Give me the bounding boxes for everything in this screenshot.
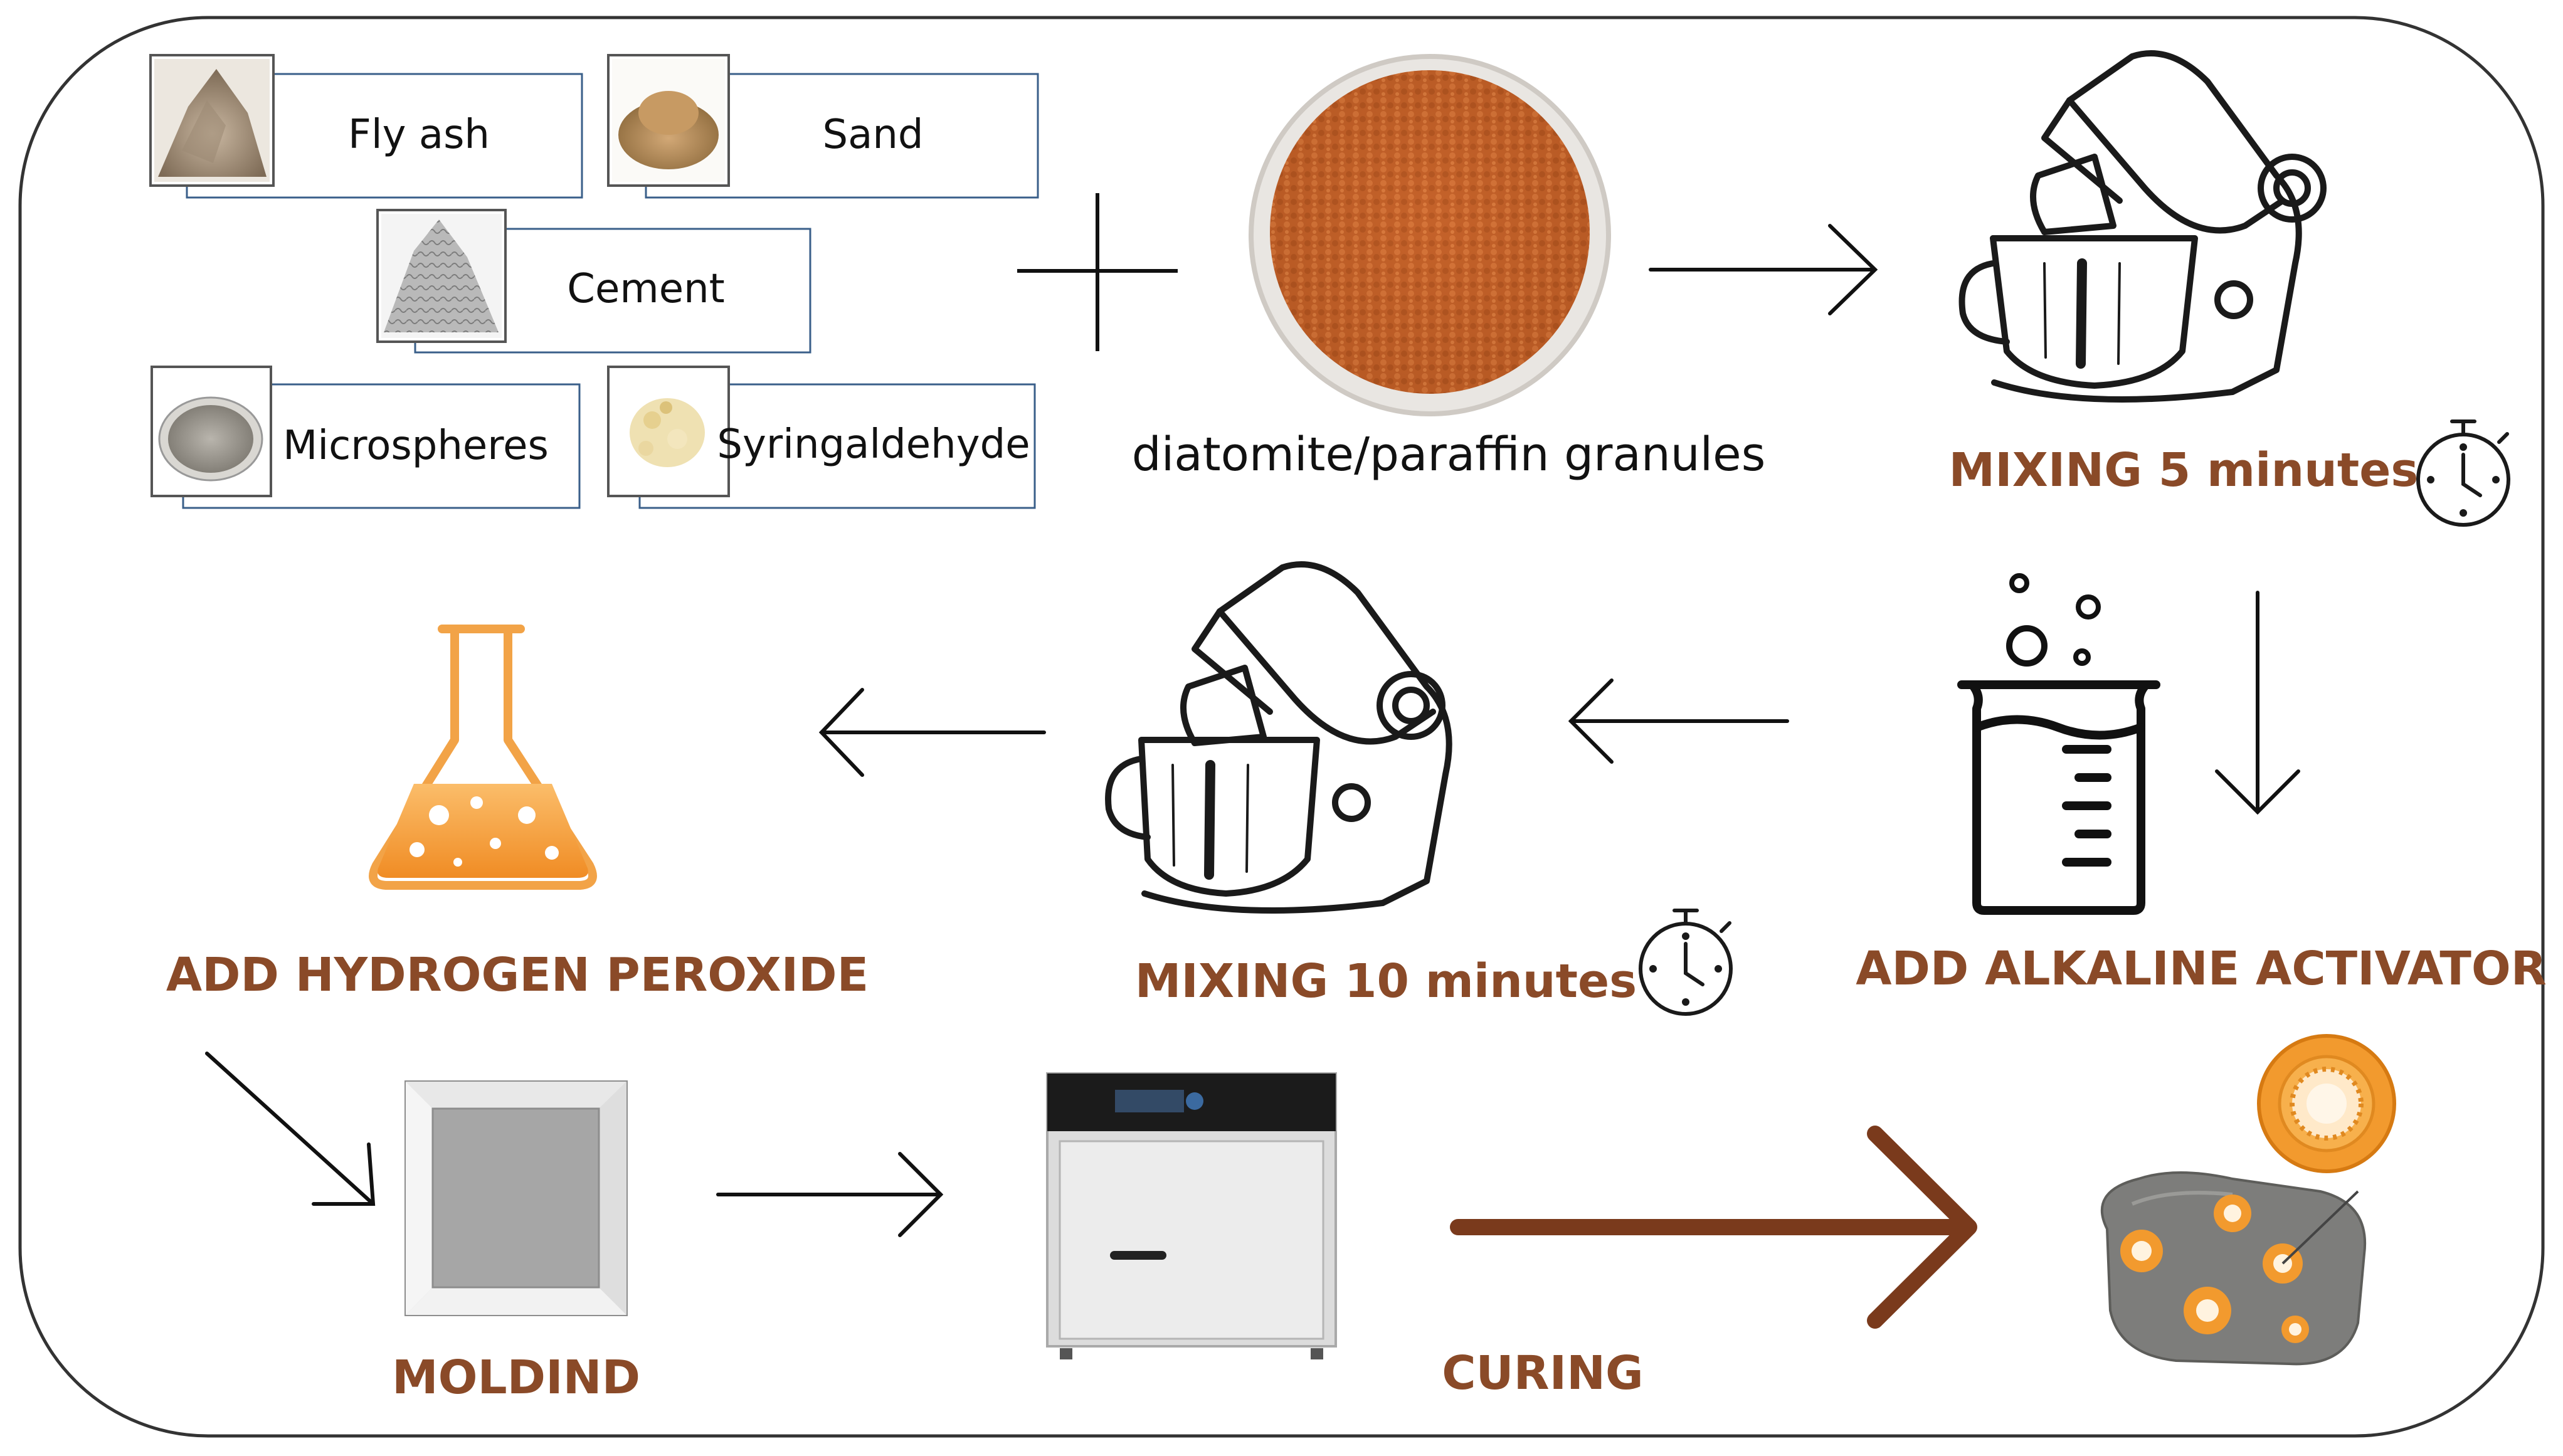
arrow-left-icon [818, 688, 1046, 777]
arrow-down-icon [2215, 591, 2300, 815]
molding-label: MOLDIND [392, 1351, 640, 1405]
porous-stone-image [2100, 1171, 2367, 1366]
cement-photo [381, 214, 502, 338]
fly-ash-photo [154, 59, 270, 182]
fly-ash-label: Fly ash [348, 112, 490, 158]
microspheres-label: Microspheres [283, 423, 549, 469]
ingredient-fly-ash: Fly ash [149, 54, 583, 199]
plus-icon [1017, 193, 1178, 351]
curing-oven-image [1046, 1072, 1337, 1359]
cement-label: Cement [567, 266, 724, 312]
arrow-right-icon [1649, 224, 1878, 315]
ingredient-microspheres: Microspheres [151, 366, 581, 509]
granules-label: diatomite/paraffin granules [1132, 428, 1766, 482]
ingredient-sand: Sand [607, 54, 1039, 199]
ingredient-cement: Cement [376, 209, 811, 354]
microspheres-photo [156, 371, 267, 492]
mold-icon [404, 1080, 628, 1316]
stand-mixer-icon [1105, 561, 1452, 914]
syringaldehyde-photo [612, 371, 725, 492]
add-alkaline-label: ADD ALKALINE ACTIVATOR [1856, 942, 2547, 996]
arrow-right-icon [716, 1152, 944, 1237]
arrow-diagonal-icon [205, 1052, 376, 1206]
sand-label: Sand [822, 112, 923, 158]
stopwatch-icon [1639, 909, 1733, 1016]
stopwatch-icon [2416, 419, 2510, 527]
curing-arrow-icon [1450, 1126, 1977, 1329]
beaker-icon [1957, 573, 2160, 915]
flask-icon [369, 625, 597, 890]
curing-label: CURING [1442, 1346, 1644, 1400]
stand-mixer-icon [1958, 50, 2327, 403]
syringaldehyde-label: Syringaldehyde [717, 421, 1030, 468]
mixing-5-label: MIXING 5 minutes [1949, 443, 2419, 497]
pcm-capsule-zoom-image [2257, 1034, 2396, 1173]
ingredient-syringaldehyde: Syringaldehyde [607, 366, 1036, 509]
sand-photo [612, 59, 725, 182]
granules-dish-image [1249, 54, 1611, 416]
outer-frame [18, 16, 2545, 1438]
add-peroxide-label: ADD HYDROGEN PEROXIDE [166, 948, 869, 1002]
arrow-left-icon [1568, 678, 1789, 764]
mixing-10-label: MIXING 10 minutes [1135, 954, 1637, 1008]
